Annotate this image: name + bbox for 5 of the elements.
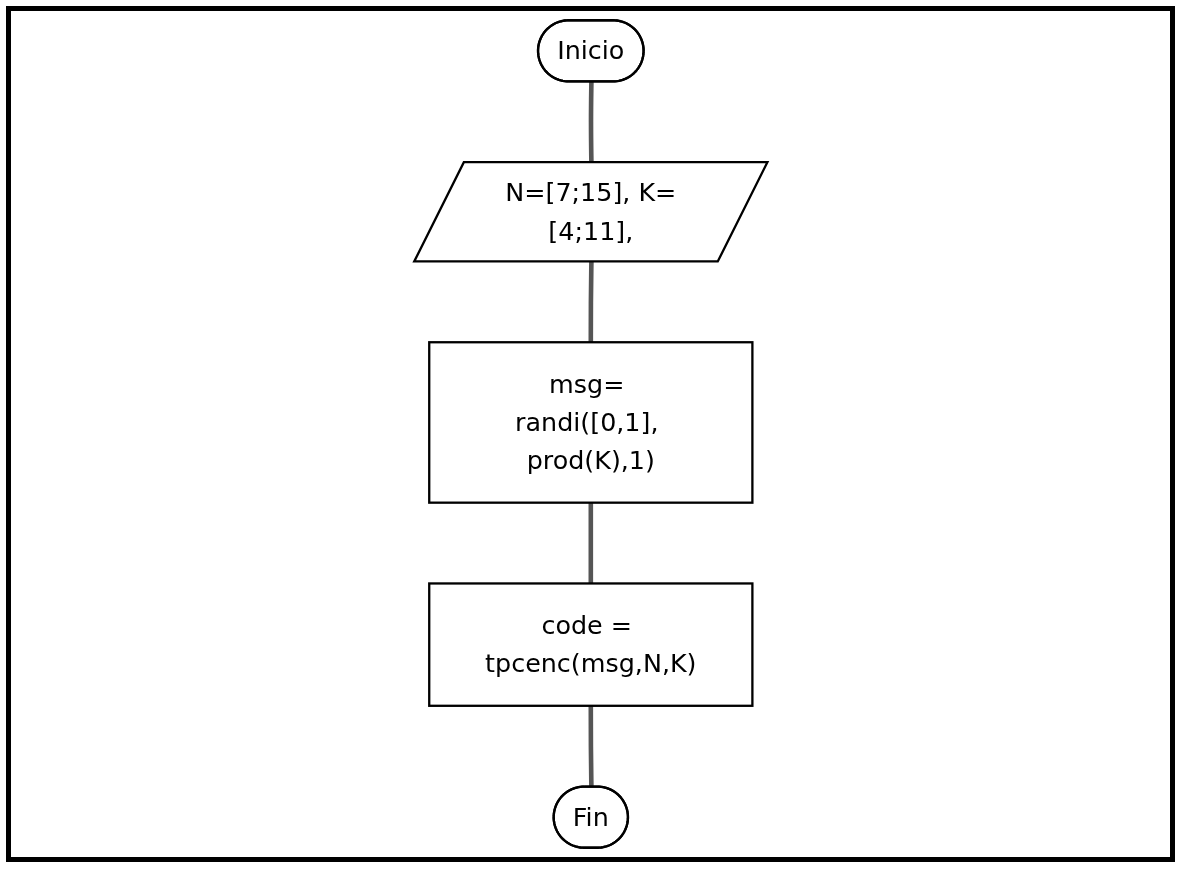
connector <box>588 502 593 584</box>
node-box: code = tpcenc(msg,N,K) <box>427 582 754 707</box>
node-box: msg= randi([0,1], prod(K),1) <box>427 341 754 504</box>
connector <box>588 262 594 343</box>
connector <box>588 81 594 163</box>
